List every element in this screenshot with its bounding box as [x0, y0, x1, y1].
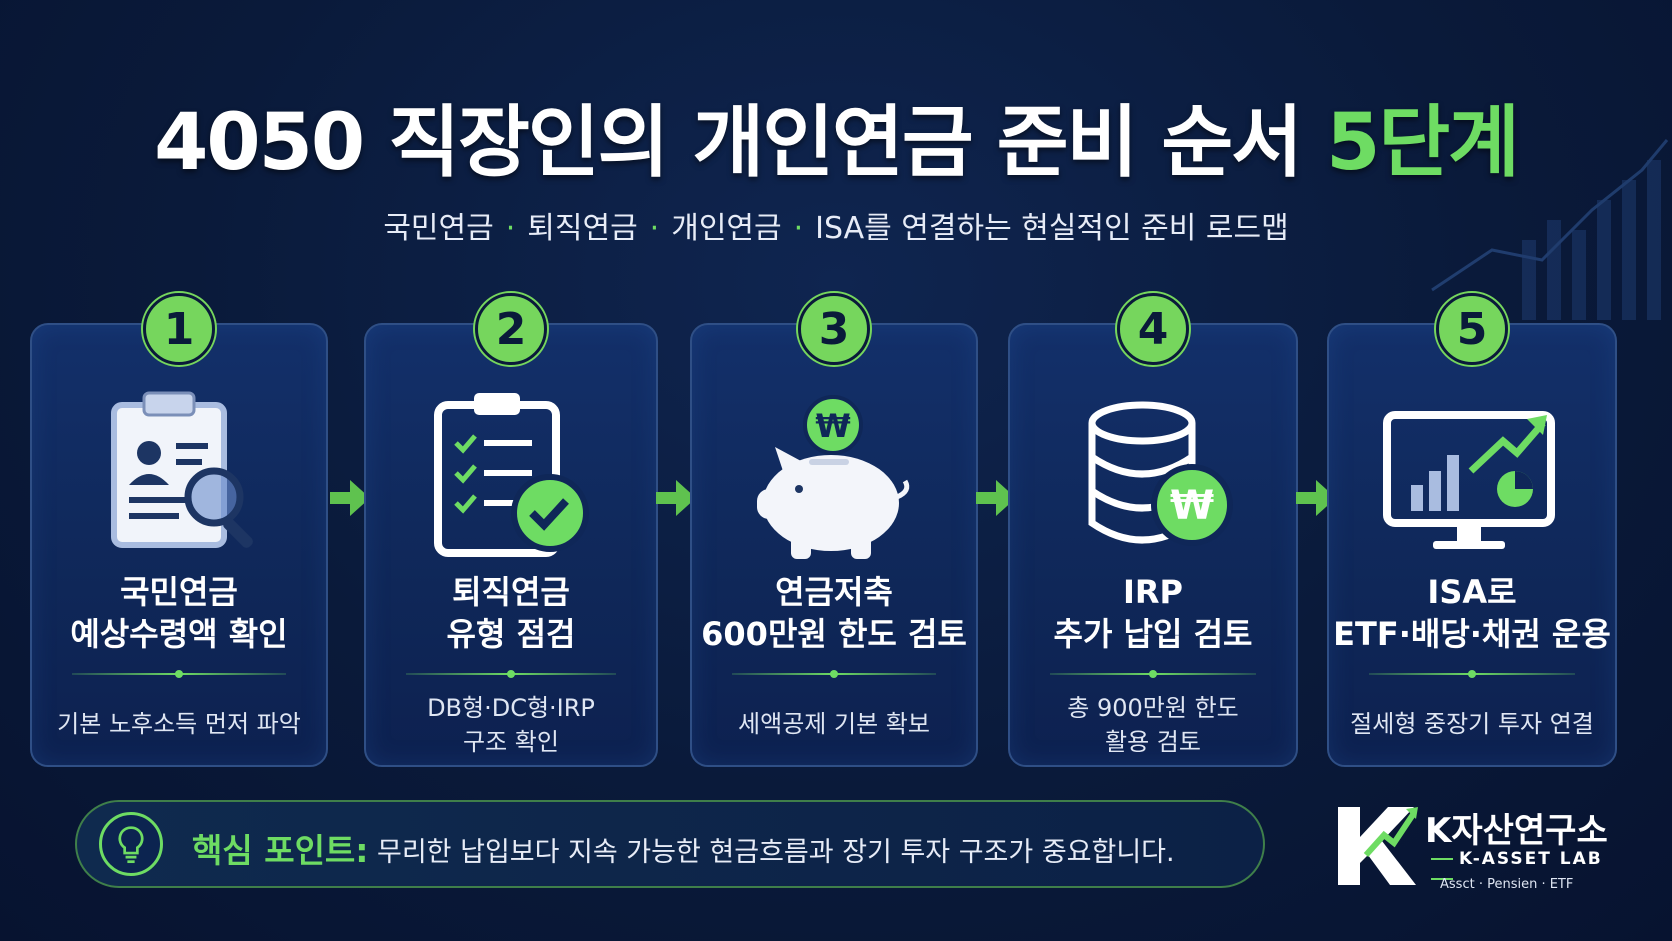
- arrow-right-icon: [656, 480, 696, 516]
- step-title-line: 유형 점검: [446, 615, 576, 653]
- k-logo-mark-icon: [1338, 807, 1418, 885]
- step-divider: [732, 670, 936, 678]
- subtitle-dot: ·: [505, 211, 516, 246]
- piggy-bank-icon: ₩: [757, 395, 910, 559]
- step-desc-line: 총 900만원 한도: [1067, 694, 1239, 722]
- key-point-text: 무리한 납입보다 지속 가능한 현금흐름과 장기 투자 구조가 중요합니다.: [377, 837, 1175, 868]
- step-desc-line: 구조 확인: [463, 728, 559, 756]
- step-title-line: 국민연금: [120, 573, 238, 611]
- page-title: 4050 직장인의 개인연금 준비 순서 5단계: [0, 80, 1672, 192]
- step-title-line: 퇴직연금: [452, 573, 570, 611]
- step-title: 국민연금 예상수령액 확인: [32, 571, 326, 655]
- step-card-5: 5 ISA로 ETF·배당·채권 운용 절세형 중장기 투자 연결: [1327, 293, 1617, 767]
- step-card-2: 2 퇴직연금 유형 점검 DB형·DC형·IRP 구조 확인: [364, 293, 658, 767]
- lightbulb-icon: [99, 812, 163, 876]
- step-divider: [72, 670, 286, 678]
- brand-logo: K자산연구소 K-ASSET LAB Assct · Pensien · ETF: [1330, 795, 1630, 905]
- step-description: DB형·DC형·IRP 구조 확인: [376, 691, 646, 759]
- step-title-line: IRP: [1123, 573, 1183, 611]
- step-number-badge: 3: [798, 293, 870, 365]
- step-title-line: ISA로: [1427, 573, 1517, 611]
- brand-subtitle: K-ASSET LAB: [1425, 849, 1630, 889]
- step-description: 기본 노후소득 먼저 파악: [42, 707, 316, 741]
- checklist-icon: [434, 393, 589, 557]
- background-growth-chart: [1431, 139, 1669, 320]
- database-won-icon: ₩: [1088, 401, 1233, 546]
- title-main: 4050 직장인의 개인연금 준비 순서: [154, 98, 1327, 188]
- step-desc-line: 절세형 중장기 투자 연결: [1350, 710, 1594, 738]
- subtitle-dot: ·: [649, 211, 660, 246]
- step-number-badge: 2: [475, 293, 547, 365]
- subtitle-item: 국민연금: [383, 211, 494, 246]
- step-title: 연금저축 600만원 한도 검토: [692, 571, 976, 655]
- brand-tagline: Assct · Pensien · ETF: [1440, 877, 1574, 892]
- step-title-line: 추가 납입 검토: [1053, 615, 1253, 653]
- subtitle-item: ISA를 연결하는 현실적인 준비 로드맵: [815, 211, 1289, 246]
- arrow-right-icon: [330, 480, 370, 516]
- step-description: 절세형 중장기 투자 연결: [1339, 707, 1605, 741]
- subtitle-item: 퇴직연금: [527, 211, 638, 246]
- monitor-chart-icon: [1383, 411, 1555, 549]
- step-desc-line: 세액공제 기본 확보: [738, 710, 930, 738]
- won-symbol: ₩: [1170, 483, 1214, 529]
- clipboard-magnifier-icon: [111, 391, 253, 548]
- step-description: 총 900만원 한도 활용 검토: [1020, 691, 1286, 759]
- step-desc-line: 활용 검토: [1105, 728, 1201, 756]
- step-number-badge: 5: [1436, 293, 1508, 365]
- title-highlight: 5단계: [1326, 98, 1520, 188]
- step-description: 세액공제 기본 확보: [702, 707, 966, 741]
- step-divider: [406, 670, 616, 678]
- step-number-badge: 1: [143, 293, 215, 365]
- step-title: 퇴직연금 유형 점검: [366, 571, 656, 655]
- step-title-line: 예상수령액 확인: [70, 615, 288, 653]
- brand-name: K자산연구소: [1425, 811, 1608, 851]
- step-card-1: 1 국민연금 예상수령액 확인 기본 노후소득 먼저 파악: [30, 293, 328, 767]
- key-point-banner: 핵심 포인트: 무리한 납입보다 지속 가능한 현금흐름과 장기 투자 구조가 …: [75, 800, 1265, 888]
- step-number-badge: 4: [1117, 293, 1189, 365]
- step-card-3: 3 ₩ 연금저축 600만원 한도 검토 세액공제 기본 확보: [690, 293, 978, 767]
- step-title-line: 연금저축: [775, 573, 893, 611]
- step-desc-line: 기본 노후소득 먼저 파악: [57, 710, 301, 738]
- arrow-right-icon: [976, 480, 1016, 516]
- step-title: IRP 추가 납입 검토: [1010, 571, 1296, 655]
- step-card-4: 4 ₩ IRP 추가 납입 검토 총 900만원 한도 활용 검토: [1008, 293, 1298, 767]
- subtitle-item: 개인연금: [671, 211, 782, 246]
- subtitle-dot: ·: [793, 211, 804, 246]
- page-subtitle: 국민연금 · 퇴직연금 · 개인연금 · ISA를 연결하는 현실적인 준비 로드맵: [0, 203, 1672, 247]
- key-point-label: 핵심 포인트:: [192, 831, 369, 870]
- won-symbol: ₩: [815, 407, 850, 445]
- step-title-line: ETF·배당·채권 운용: [1333, 615, 1611, 653]
- step-title-line: 600만원 한도 검토: [701, 615, 967, 653]
- arrow-right-icon: [1296, 480, 1336, 516]
- step-divider: [1369, 670, 1575, 678]
- step-title: ISA로 ETF·배당·채권 운용: [1329, 571, 1615, 655]
- step-divider: [1050, 670, 1256, 678]
- step-desc-line: DB형·DC형·IRP: [427, 694, 595, 722]
